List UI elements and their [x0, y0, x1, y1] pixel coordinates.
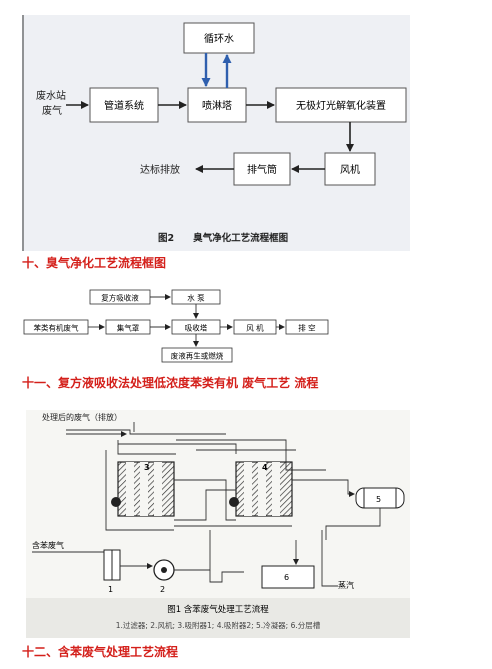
diagram1-caption: 图2 臭气净化工艺流程框图: [158, 232, 288, 244]
compound-absorption-flowchart: 复方吸收液 水 泵 苯类有机废气 集气罩 吸收塔 风 机 排 空 废液再生或燃烧: [23, 289, 329, 363]
source-label-line1: 废水站: [36, 89, 66, 102]
uv-oxidation-label: 无极灯光解氧化装置: [296, 99, 386, 112]
heading-section-10: 十、臭气净化工艺流程框图: [22, 256, 167, 270]
valve-2: [229, 497, 239, 507]
header-right: [176, 439, 326, 471]
spray-tower-label: 喷淋塔: [202, 99, 232, 112]
intake-label: 含苯废气: [32, 540, 64, 550]
label-num-5: 5: [376, 495, 381, 504]
regen-box: [161, 347, 233, 363]
vent-label: 排 空: [298, 323, 315, 333]
top-header-pipe: [66, 429, 226, 435]
treated-gas-label: 处理后的废气（排放）: [42, 412, 122, 422]
label-num-3: 3: [144, 463, 150, 472]
source-label-line2: 废气: [42, 104, 62, 117]
diagram3-caption: 图1 含苯废气处理工艺流程: [167, 604, 269, 615]
emission-label: 达标排放: [140, 163, 180, 176]
header-to-adsorber1: [117, 440, 176, 455]
pump-label: 水 泵: [187, 293, 205, 303]
absorber-label: 吸收塔: [185, 323, 208, 333]
label-num-4: 4: [262, 463, 268, 472]
heading-section-12: 十二、含苯废气处理工艺流程: [22, 645, 179, 659]
compound-liquid-label: 复方吸收液: [101, 293, 139, 303]
spray-tower-box: [187, 87, 247, 123]
condenser-outlet: [325, 508, 381, 540]
label-num-2: 2: [160, 585, 165, 594]
gas-hood-label: 集气罩: [117, 323, 140, 333]
circulating-water-label: 循环水: [204, 32, 234, 45]
label-num-6: 6: [284, 573, 289, 582]
benzene-treatment-diagram: 处理后的废气（排放） 3 4 5 6 含苯废气 1 2 蒸汽: [26, 410, 410, 638]
separator-tank: [261, 565, 315, 589]
left-loop-pipe: [105, 450, 174, 531]
vent-box: [285, 319, 329, 335]
diagram3-legend: 1.过滤器; 2.风机; 3.吸附器1; 4.吸附器2; 5.冷凝器; 6.分层…: [116, 620, 321, 630]
odor-purification-flowchart: 废水站 废气 管道系统 循环水 喷淋塔 无极灯光解氧化装置 风机 排气筒 达标排…: [22, 15, 410, 251]
circulating-water-box: [183, 22, 255, 54]
pipe-system-box: [89, 87, 159, 123]
steam-label: 蒸汽: [338, 580, 354, 590]
fan-label: 风机: [340, 163, 360, 176]
pipe-system-label: 管道系统: [104, 99, 144, 112]
fan2-label: 风 机: [246, 323, 264, 333]
heading-section-11: 十一、复方液吸收法处理低浓度苯类有机 废气工艺 流程: [22, 376, 319, 390]
exhaust-stack-label: 排气筒: [247, 163, 277, 176]
benzene-gas-label: 苯类有机废气: [34, 323, 79, 333]
label-num-1: 1: [108, 585, 113, 594]
steam-pipe: [321, 530, 338, 587]
valve-1: [111, 497, 121, 507]
regen-label: 废液再生或燃烧: [171, 351, 224, 361]
uv-oxidation-box: [275, 87, 407, 123]
